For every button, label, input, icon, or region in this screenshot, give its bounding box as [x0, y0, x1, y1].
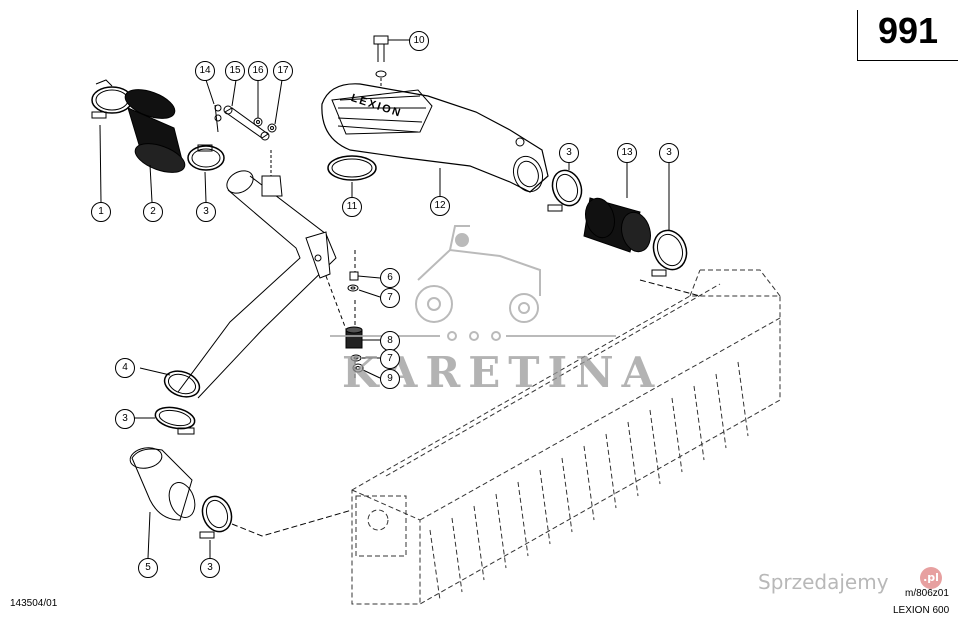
callout-7a[interactable]: 7 [380, 288, 400, 308]
footer-model: LEXION 600 [893, 605, 950, 616]
watermark-tractor-icon [330, 225, 616, 341]
bolt-6 [349, 271, 359, 281]
callout-3e[interactable]: 3 [200, 558, 220, 578]
pipe-bracket [261, 150, 331, 279]
callout-12[interactable]: 12 [430, 196, 450, 216]
bolt-14 [214, 104, 222, 133]
callout-5[interactable]: 5 [138, 558, 158, 578]
callout-14[interactable]: 14 [195, 61, 215, 81]
hose-clamp-3b [547, 169, 583, 212]
hose-clamp-3d [154, 406, 196, 435]
callout-16[interactable]: 16 [248, 61, 268, 81]
marketplace-watermark: Sprzedajemy [758, 570, 889, 594]
marketplace-badge: .pl [920, 567, 942, 589]
hose-13 [583, 197, 651, 253]
page-number: 991 [878, 10, 939, 51]
strap-15 [223, 105, 270, 141]
callout-10[interactable]: 10 [409, 31, 429, 51]
callout-13[interactable]: 13 [617, 143, 637, 163]
callout-15[interactable]: 15 [225, 61, 245, 81]
washer-7a [347, 284, 359, 292]
callout-11[interactable]: 11 [342, 197, 362, 217]
elbow-hose-5 [129, 447, 196, 521]
hose-clamp-3c [651, 229, 688, 277]
page-number-box [857, 10, 958, 61]
washer-7b [350, 354, 362, 362]
callout-8[interactable]: 8 [380, 331, 400, 351]
nut-17 [267, 123, 277, 133]
hose-sleeve-2 [124, 89, 186, 173]
intake-pipe-4 [163, 170, 337, 399]
bolt-10 [373, 35, 389, 78]
washer-16 [253, 117, 263, 127]
callout-1[interactable]: 1 [91, 202, 111, 222]
callout-6[interactable]: 6 [380, 268, 400, 288]
callout-17[interactable]: 17 [273, 61, 293, 81]
rubber-mount-8 [345, 326, 363, 349]
callout-3c[interactable]: 3 [659, 143, 679, 163]
callout-3b[interactable]: 3 [559, 143, 579, 163]
callout-9[interactable]: 9 [380, 369, 400, 389]
callout-3a[interactable]: 3 [196, 202, 216, 222]
hose-clamp-3e [199, 495, 233, 539]
intercooler-outline [351, 269, 781, 605]
air-intake-housing-12 [321, 83, 549, 193]
footer-drawing-ref: m/806z01 [905, 588, 949, 599]
nut-9 [352, 363, 364, 373]
hose-clamp-3a [187, 144, 225, 171]
footer-code: 143504/01 [10, 598, 58, 609]
callout-7b[interactable]: 7 [380, 349, 400, 369]
callout-3d[interactable]: 3 [115, 409, 135, 429]
callout-2[interactable]: 2 [143, 202, 163, 222]
o-ring-11 [327, 155, 377, 181]
callout-4[interactable]: 4 [115, 358, 135, 378]
